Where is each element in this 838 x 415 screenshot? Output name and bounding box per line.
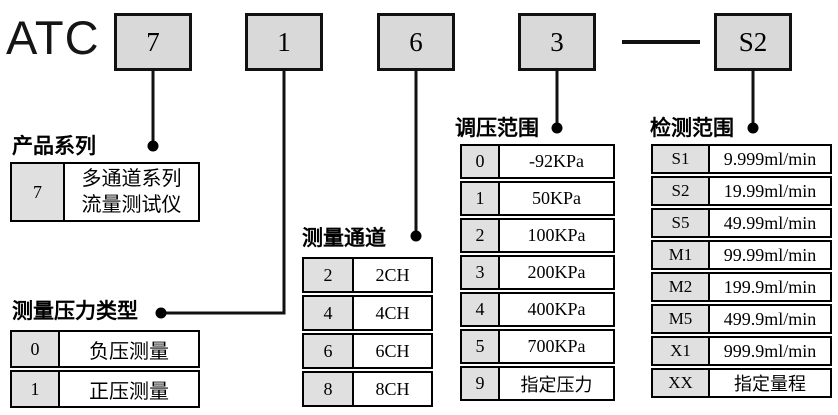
- code-cell: M1: [653, 242, 710, 268]
- code-cell: 7: [12, 164, 65, 220]
- table-row: 7 多通道系列 流量测试仪: [10, 162, 200, 222]
- desc-line1: 多通道系列: [81, 168, 182, 190]
- desc-cell: 700KPa: [527, 336, 586, 356]
- code-segment-5-value: S2: [738, 26, 768, 57]
- code-cell: 1: [12, 372, 60, 406]
- code-cell: 0: [462, 146, 500, 177]
- table-product-series: 7 多通道系列 流量测试仪: [10, 162, 200, 224]
- junction-dot-series: [147, 140, 159, 152]
- section-title-detection-range: 检测范围: [650, 116, 734, 140]
- code-cell: 2: [462, 220, 500, 251]
- code-box-segment-1: 7: [114, 13, 192, 71]
- table-row: 8 8CH: [302, 371, 433, 407]
- section-title-channels: 测量通道: [302, 226, 386, 250]
- desc-cell: 负压测量: [89, 340, 169, 363]
- table-channels: 2 2CH 4 4CH 6 6CH 8 8CH: [302, 257, 433, 409]
- section-title-pressure-range: 调压范围: [455, 116, 539, 140]
- desc-line2: 流量测试仪: [81, 194, 182, 216]
- junction-dot-detection-range: [747, 122, 759, 134]
- code-box-segment-2: 1: [245, 13, 323, 71]
- desc-cell: 999.9ml/min: [723, 340, 817, 361]
- code-segment-4-value: 3: [550, 26, 564, 57]
- code-cell: 9: [462, 368, 500, 399]
- desc-cell: 多通道系列 流量测试仪: [65, 164, 198, 220]
- code-cell: 0: [12, 332, 60, 366]
- table-pressure-range: 0 -92KPa 1 50KPa 2 100KPa 3 200KPa 4 400…: [460, 144, 615, 403]
- code-segment-1-value: 7: [146, 26, 160, 57]
- table-row: 0 负压测量: [10, 330, 200, 368]
- table-row: 2 100KPa: [460, 218, 615, 253]
- code-cell: X1: [653, 338, 710, 364]
- code-segment-2-value: 1: [277, 26, 291, 57]
- code-cell: 2: [304, 259, 354, 291]
- desc-cell: 99.99ml/min: [723, 244, 817, 265]
- code-box-segment-5: S2: [714, 13, 792, 71]
- table-row: S2 19.99ml/min: [651, 176, 832, 206]
- desc-cell: 2CH: [375, 264, 410, 285]
- code-cell: S1: [653, 146, 710, 172]
- table-row: 1 正压测量: [10, 370, 200, 408]
- table-pressure-type: 0 负压测量 1 正压测量: [10, 330, 200, 410]
- table-row: S5 49.99ml/min: [651, 208, 832, 238]
- table-row: 4 400KPa: [460, 292, 615, 327]
- table-row: S1 9.999ml/min: [651, 144, 832, 174]
- desc-cell: 100KPa: [527, 225, 586, 245]
- code-cell: 4: [462, 294, 500, 325]
- code-cell: 4: [304, 297, 354, 329]
- table-row: 5 700KPa: [460, 329, 615, 364]
- table-row: 4 4CH: [302, 295, 433, 331]
- code-cell: 5: [462, 331, 500, 362]
- desc-cell: 400KPa: [527, 299, 586, 319]
- table-row: 6 6CH: [302, 333, 433, 369]
- desc-cell: 499.9ml/min: [723, 308, 817, 329]
- table-row: M1 99.99ml/min: [651, 240, 832, 270]
- table-row: XX 指定量程: [651, 368, 832, 398]
- table-row: 2 2CH: [302, 257, 433, 293]
- desc-cell: 8CH: [375, 378, 410, 399]
- code-cell: S2: [653, 178, 710, 204]
- desc-cell: 200KPa: [527, 262, 586, 282]
- junction-dot-channels: [410, 230, 422, 242]
- code-cell: 6: [304, 335, 354, 367]
- table-row: 1 50KPa: [460, 181, 615, 216]
- code-cell: M2: [653, 274, 710, 300]
- model-code-separator-dash: [622, 40, 700, 44]
- code-cell: XX: [653, 370, 710, 396]
- desc-text: 多通道系列 流量测试仪: [82, 166, 182, 218]
- code-box-segment-3: 6: [377, 13, 455, 71]
- code-cell: 1: [462, 183, 500, 214]
- desc-cell: 49.99ml/min: [723, 212, 817, 233]
- junction-dot-pressure-type: [155, 307, 167, 319]
- section-title-pressure-type: 测量压力类型: [12, 299, 138, 323]
- desc-cell: -92KPa: [529, 151, 584, 171]
- table-row: M5 499.9ml/min: [651, 304, 832, 334]
- code-box-segment-4: 3: [518, 13, 596, 71]
- desc-cell: 19.99ml/min: [723, 180, 817, 201]
- desc-cell: 6CH: [375, 340, 410, 361]
- table-row: 9 指定压力: [460, 366, 615, 401]
- junction-dot-pressure-range: [551, 122, 563, 134]
- table-row: 3 200KPa: [460, 255, 615, 290]
- desc-cell: 4CH: [375, 302, 410, 323]
- code-cell: M5: [653, 306, 710, 332]
- table-detection-range: S1 9.999ml/min S2 19.99ml/min S5 49.99ml…: [651, 144, 832, 400]
- table-row: M2 199.9ml/min: [651, 272, 832, 302]
- desc-cell: 指定压力: [520, 374, 593, 395]
- table-row: X1 999.9ml/min: [651, 336, 832, 366]
- code-cell: 8: [304, 373, 354, 405]
- section-title-product-series: 产品系列: [12, 134, 96, 158]
- desc-cell: 199.9ml/min: [723, 276, 817, 297]
- model-code-prefix: ATC: [6, 11, 100, 64]
- code-segment-3-value: 6: [409, 26, 423, 57]
- table-row: 0 -92KPa: [460, 144, 615, 179]
- desc-cell: 9.999ml/min: [723, 148, 817, 169]
- code-cell: 3: [462, 257, 500, 288]
- code-cell: S5: [653, 210, 710, 236]
- desc-cell: 指定量程: [734, 374, 806, 394]
- desc-cell: 正压测量: [89, 380, 169, 403]
- desc-cell: 50KPa: [532, 188, 581, 208]
